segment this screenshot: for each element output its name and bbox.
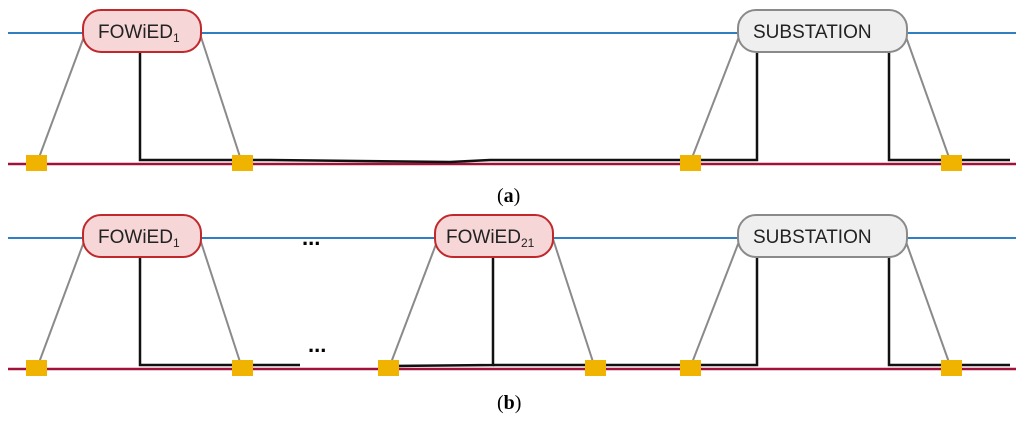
connector-square <box>680 155 701 171</box>
node-subscript: 21 <box>521 236 535 250</box>
svg-text:FOWiED21: FOWiED21 <box>446 227 535 250</box>
fowied1-node: FOWiED1 <box>82 9 202 53</box>
node-name: FOWiED <box>446 227 521 248</box>
connector-line <box>904 238 952 369</box>
panel-a: FOWiED1 SUBSTATION (a) <box>8 9 1016 207</box>
panel-b: ... ... FOWiED1 FOWiED21 SUBSTATION (b) <box>8 214 1016 414</box>
node-subscript: 1 <box>173 31 180 45</box>
panel-caption: (a) <box>497 185 520 207</box>
connector-square <box>232 155 253 171</box>
black-ring-line <box>138 52 759 164</box>
node-name: SUBSTATION <box>753 22 872 43</box>
node-name: SUBSTATION <box>753 227 872 248</box>
connector-square <box>941 360 962 376</box>
connector-line <box>552 238 596 369</box>
connector-line <box>36 33 86 164</box>
connector-line <box>689 33 741 164</box>
connector-square <box>26 360 47 376</box>
black-ring-line <box>493 257 759 367</box>
connector-square <box>378 360 399 376</box>
connector-line <box>199 33 243 164</box>
connector-square <box>941 155 962 171</box>
connector-square <box>26 155 47 171</box>
node-subscript: 1 <box>173 236 180 250</box>
fowied1-node: FOWiED1 <box>82 214 202 258</box>
connector-line <box>388 238 439 369</box>
connector-line <box>199 238 243 369</box>
connector-line <box>36 238 86 369</box>
black-ring-line <box>389 257 495 368</box>
connector-square <box>680 360 701 376</box>
connector-square <box>585 360 606 376</box>
substation-node: SUBSTATION <box>737 214 908 258</box>
connector-line <box>689 238 741 369</box>
panel-caption: (b) <box>497 392 521 414</box>
black-ring-line <box>138 257 300 367</box>
node-name: FOWiED <box>98 227 173 248</box>
fowied21-node: FOWiED21 <box>434 214 554 258</box>
svg-text:FOWiED1: FOWiED1 <box>98 227 180 250</box>
connector-square <box>232 360 253 376</box>
black-ring-line-right <box>887 257 1010 367</box>
substation-node: SUBSTATION <box>737 9 908 53</box>
black-ring-line-right <box>887 52 1010 162</box>
connector-line <box>904 33 952 164</box>
node-name: FOWiED <box>98 22 173 43</box>
ellipsis-top: ... <box>302 225 320 250</box>
svg-text:FOWiED1: FOWiED1 <box>98 22 180 45</box>
ellipsis-bottom: ... <box>308 332 326 357</box>
